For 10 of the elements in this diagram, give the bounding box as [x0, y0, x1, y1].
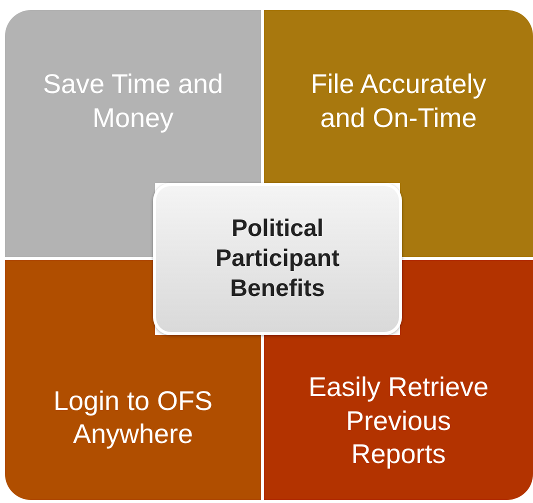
- benefit-text: Login to OFS Anywhere: [52, 384, 214, 452]
- center-title: Political Participant Benefits: [214, 214, 341, 304]
- benefit-text: Easily Retrieve Previous Reports: [307, 370, 490, 472]
- benefit-text: Save Time and Money: [42, 68, 224, 135]
- quadrant-panel: [264, 335, 533, 500]
- quadrant-panel: [5, 335, 261, 500]
- benefit-text: File Accurately and On-Time: [310, 68, 488, 135]
- quadrant-panel: [5, 10, 261, 183]
- center-box: [153, 183, 402, 335]
- quadrant-panel: [264, 10, 533, 183]
